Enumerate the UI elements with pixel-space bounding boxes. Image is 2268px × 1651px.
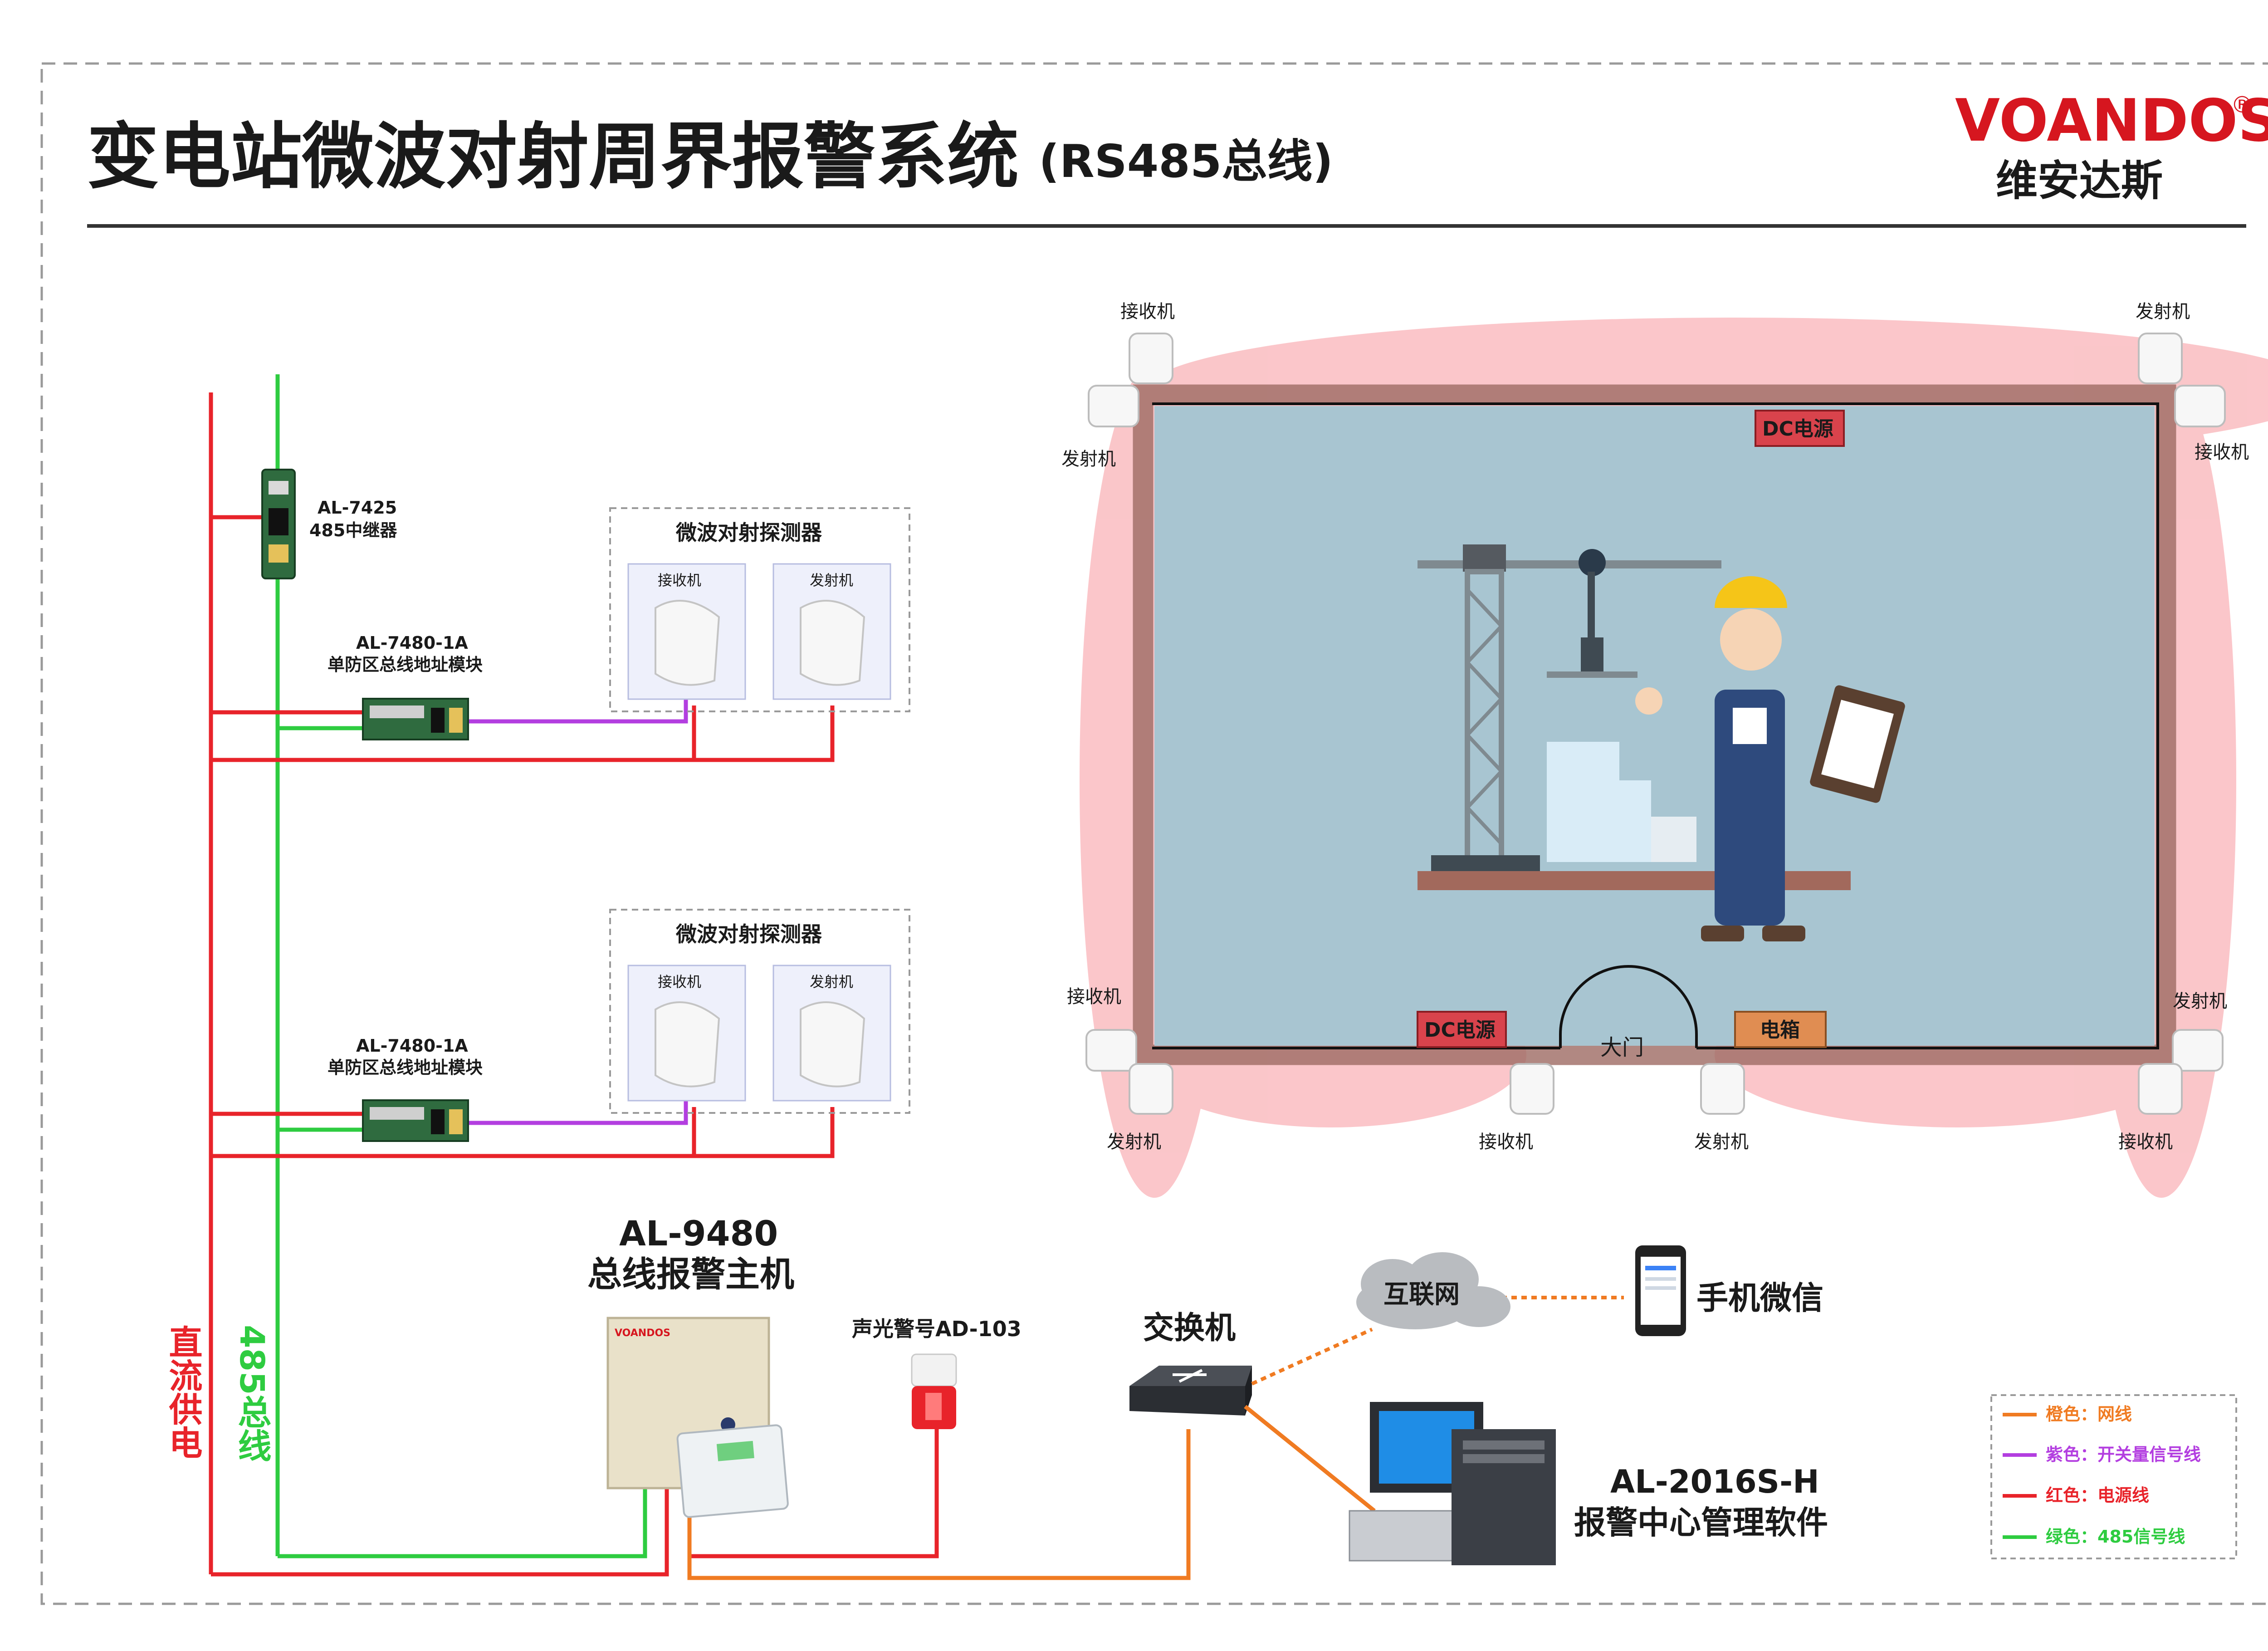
page-title: 变电站微波对射周界报警系统 bbox=[87, 115, 1019, 199]
host-model: AL-9480 bbox=[619, 1213, 778, 1254]
dc-power-top-box bbox=[1755, 410, 1845, 447]
bl-transmitter-device bbox=[1129, 1063, 1173, 1115]
detector2-transmitter-label: 发射机 bbox=[810, 973, 853, 990]
bl-receiver-label: 接收机 bbox=[1067, 986, 1121, 1007]
internet-cloud-icon bbox=[1356, 1252, 1510, 1329]
module2-signal-line bbox=[468, 1091, 688, 1125]
receiver-device-icon bbox=[655, 600, 720, 686]
bl-receiver-device bbox=[1085, 1029, 1137, 1072]
tr-transmitter-device bbox=[2138, 333, 2183, 384]
module2-desc: 单防区总线地址模块 bbox=[327, 1058, 483, 1078]
host-brand-mark: VOANDOS bbox=[615, 1328, 670, 1339]
host-485-line bbox=[278, 1484, 647, 1558]
corner-devices bbox=[1085, 333, 2226, 1115]
detector1-power-line bbox=[211, 705, 835, 762]
detector2-receiver-label: 接收机 bbox=[658, 973, 701, 990]
module2-model: AL-7480-1A bbox=[356, 1036, 468, 1056]
detector-group-1 bbox=[609, 507, 910, 712]
outer-frame bbox=[40, 62, 2268, 1605]
bl-transmitter-label: 发射机 bbox=[1107, 1132, 1161, 1152]
bm-transmitter-device bbox=[1700, 1063, 1745, 1115]
module2-board bbox=[362, 1099, 469, 1142]
construction-worker-illustration bbox=[1418, 544, 1905, 941]
repeater-model: AL-7425 bbox=[318, 498, 397, 518]
module1-desc: 单防区总线地址模块 bbox=[327, 655, 483, 675]
rs485-bus-label: 485总线 bbox=[232, 1325, 271, 1462]
tr-receiver-label: 接收机 bbox=[2195, 442, 2249, 463]
gate-label: 大门 bbox=[1600, 1035, 1644, 1060]
switch-label: 交换机 bbox=[1143, 1310, 1236, 1346]
tl-receiver-label: 接收机 bbox=[1120, 301, 1175, 322]
tl-transmitter-label: 发射机 bbox=[1061, 449, 1116, 470]
tr-transmitter-label: 发射机 bbox=[2136, 301, 2190, 322]
detector2-title: 微波对射探测器 bbox=[675, 922, 822, 946]
repeater-board bbox=[261, 469, 296, 579]
dc-power-top-label: DC电源 bbox=[1762, 417, 1833, 441]
detector2-power-line bbox=[211, 1107, 835, 1158]
detector1-transmitter-label: 发射机 bbox=[810, 572, 853, 589]
alarm-host-device bbox=[606, 1317, 789, 1518]
perimeter-plan: 大门 DC电源 bbox=[1061, 301, 2268, 1198]
bm-receiver-device bbox=[1510, 1063, 1554, 1115]
tl-receiver-device bbox=[1129, 333, 1173, 384]
mobile-label: 手机微信 bbox=[1696, 1279, 1823, 1317]
siren-label: 声光警号AD-103 bbox=[852, 1317, 1022, 1341]
br-receiver-label: 接收机 bbox=[2118, 1132, 2173, 1152]
brand-cn-text: 维安达斯 bbox=[1996, 157, 2163, 205]
brand-logo-text: VOANDOS bbox=[1955, 87, 2268, 155]
tr-receiver-device bbox=[2174, 385, 2226, 427]
br-transmitter-label: 发射机 bbox=[2173, 991, 2227, 1012]
software-model: AL-2016S-H bbox=[1610, 1463, 1819, 1500]
brand-reg-mark: ® bbox=[2231, 92, 2253, 118]
legend-entry-power: 红色：电源线 bbox=[2046, 1485, 2149, 1505]
switch-to-pc-line bbox=[1244, 1405, 1376, 1513]
detector1-title: 微波对射探测器 bbox=[675, 520, 822, 545]
switch-to-internet-line bbox=[1251, 1328, 1373, 1386]
transmitter-device-icon bbox=[800, 600, 865, 686]
transmitter-device-icon bbox=[800, 1001, 865, 1088]
site-area bbox=[1154, 406, 2155, 1046]
dc-power-bottom-box bbox=[1417, 1011, 1507, 1048]
legend-entry-signal: 紫色：开关量信号线 bbox=[2046, 1445, 2201, 1465]
dc-power-bottom-label: DC电源 bbox=[1424, 1019, 1496, 1042]
host-network-line bbox=[687, 1429, 1191, 1580]
dc-supply-label: 直流供电 bbox=[163, 1325, 202, 1459]
receiver-device-icon bbox=[655, 1001, 720, 1088]
bus-wiring bbox=[209, 374, 1191, 1580]
module1-model: AL-7480-1A bbox=[356, 633, 468, 653]
legend-entry-rs485: 绿色：485信号线 bbox=[2046, 1527, 2185, 1547]
gate-arch bbox=[1559, 965, 1698, 1048]
host-power-line bbox=[211, 1484, 669, 1577]
mobile-phone-icon bbox=[1635, 1245, 1686, 1336]
detector1-receiver-label: 接收机 bbox=[658, 572, 701, 589]
siren-icon bbox=[911, 1353, 957, 1429]
bm-receiver-label: 接收机 bbox=[1479, 1132, 1533, 1152]
legend-entry-network: 橙色：网线 bbox=[2046, 1404, 2132, 1424]
repeater-desc: 485中继器 bbox=[309, 520, 397, 540]
switch-icon bbox=[1129, 1366, 1252, 1416]
br-receiver-device bbox=[2138, 1063, 2183, 1115]
page-title-suffix: (RS485总线) bbox=[1039, 135, 1333, 188]
internet-label: 互联网 bbox=[1383, 1280, 1460, 1309]
legend bbox=[1990, 1394, 2237, 1559]
br-transmitter-device bbox=[2172, 1029, 2224, 1072]
network-wiring bbox=[1244, 1296, 1624, 1513]
bm-transmitter-label: 发射机 bbox=[1694, 1132, 1749, 1152]
module1-board bbox=[362, 698, 469, 740]
software-desc: 报警中心管理软件 bbox=[1574, 1504, 1828, 1541]
computer-workstation-icon bbox=[1349, 1402, 1556, 1565]
elec-box-label: 电箱 bbox=[1760, 1019, 1800, 1042]
host-desc: 总线报警主机 bbox=[587, 1254, 794, 1294]
detector-group-2 bbox=[609, 909, 910, 1114]
elec-box bbox=[1734, 1011, 1827, 1048]
tl-transmitter-device bbox=[1088, 385, 1139, 427]
